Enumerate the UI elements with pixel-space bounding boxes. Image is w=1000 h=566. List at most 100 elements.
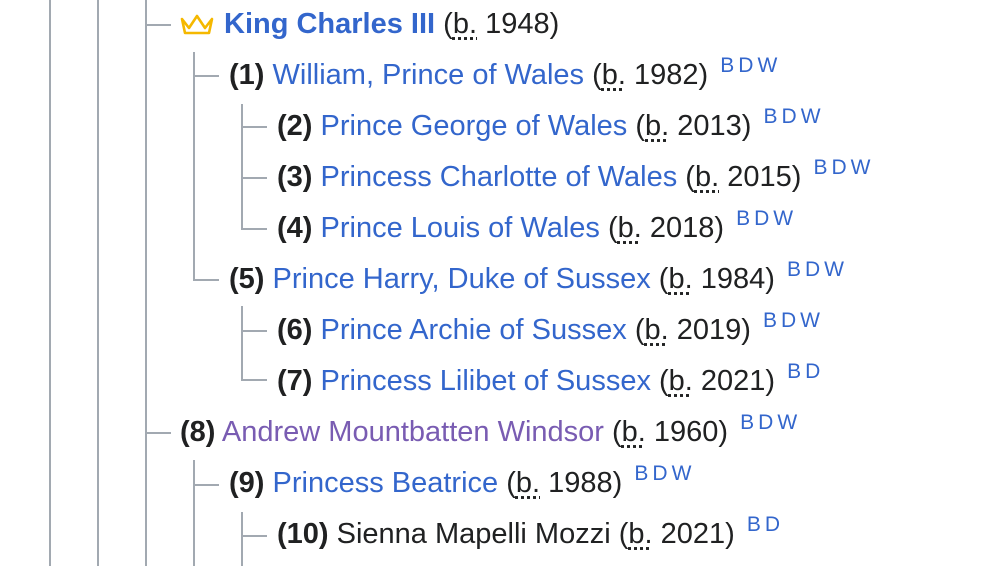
succession-number: (4) — [277, 212, 313, 244]
person-name: Sienna Mapelli Mozzi — [336, 518, 611, 550]
born-abbr: b. — [621, 416, 646, 448]
succession-number: (5) — [229, 263, 265, 295]
born-abbr: b. — [601, 59, 626, 91]
link-b[interactable]: B — [813, 156, 829, 179]
born-abbr: b. — [515, 467, 541, 499]
tree-line — [145, 0, 147, 566]
link-d[interactable]: D — [738, 54, 755, 77]
tree-line — [241, 104, 243, 229]
person-link[interactable]: King Charles III — [224, 8, 436, 40]
link-b[interactable]: B — [736, 207, 752, 230]
succession-number: (2) — [277, 110, 313, 142]
link-d[interactable]: D — [831, 156, 848, 179]
tree-branch — [241, 330, 267, 332]
tree-line — [241, 512, 243, 566]
person-link[interactable]: Princess Charlotte of Wales — [320, 161, 678, 193]
birth-year: 2019) — [676, 314, 751, 346]
list-item: (5) Prince Harry, Duke of Sussex (b. 198… — [229, 258, 845, 295]
tree-branch — [241, 228, 267, 230]
birth-year: 2013) — [677, 110, 752, 142]
born-abbr: b. — [617, 212, 642, 244]
tree-branch — [241, 177, 267, 179]
born-abbr: b. — [628, 518, 653, 550]
link-b[interactable]: B — [763, 105, 779, 128]
tree-line — [241, 306, 243, 380]
birth-year: 1988) — [548, 467, 623, 499]
list-item: (1) William, Prince of Wales (b. 1982) B… — [229, 54, 779, 91]
birth-year: 1984) — [700, 263, 775, 295]
link-w[interactable]: W — [671, 462, 693, 485]
link-d[interactable]: D — [805, 360, 822, 383]
link-w[interactable]: W — [800, 309, 821, 332]
link-w[interactable]: W — [850, 156, 872, 179]
birth-year: 1948) — [485, 8, 560, 40]
person-link[interactable]: Prince Archie of Sussex — [320, 314, 627, 346]
list-item: King Charles III (b. 1948) — [180, 6, 559, 42]
link-b[interactable]: B — [762, 309, 778, 332]
link-b[interactable]: B — [720, 54, 736, 77]
born-abbr: b. — [668, 365, 693, 397]
tree-line — [193, 52, 195, 280]
link-w[interactable]: W — [777, 411, 799, 434]
link-b[interactable]: B — [787, 360, 803, 383]
person-link[interactable]: Princess Beatrice — [272, 467, 499, 499]
link-w[interactable]: W — [757, 54, 779, 77]
tree-branch — [193, 484, 219, 486]
link-b[interactable]: B — [786, 258, 802, 281]
tree-line — [193, 460, 195, 566]
born-abbr: b. — [452, 8, 478, 40]
link-b[interactable]: B — [740, 411, 756, 434]
born-abbr: b. — [645, 110, 670, 142]
list-item: (3) Princess Charlotte of Wales (b. 2015… — [277, 156, 872, 193]
tree-branch — [241, 535, 267, 537]
birth-year: 1960) — [653, 416, 729, 448]
tree-line — [97, 0, 99, 566]
birth-year: 2018) — [649, 212, 725, 244]
link-b[interactable]: B — [634, 462, 650, 485]
born-abbr: b. — [694, 161, 720, 193]
tree-branch — [145, 24, 171, 26]
person-link[interactable]: Prince Louis of Wales — [320, 212, 600, 244]
succession-number: (3) — [277, 161, 313, 193]
tree-branch — [193, 279, 219, 281]
tree-branch — [145, 432, 171, 434]
tree-branch — [241, 126, 267, 128]
link-d[interactable]: D — [781, 309, 798, 332]
birth-year: 2021) — [700, 365, 776, 397]
succession-number: (8) — [180, 416, 216, 448]
person-link[interactable]: William, Prince of Wales — [272, 59, 585, 91]
link-d[interactable]: D — [652, 462, 669, 485]
crown-icon — [180, 8, 214, 35]
person-link[interactable]: Andrew Mountbatten Windsor — [221, 416, 604, 448]
link-d[interactable]: D — [804, 258, 822, 281]
tree-line — [49, 0, 51, 566]
link-d[interactable]: D — [764, 513, 782, 536]
person-link[interactable]: Prince George of Wales — [320, 110, 628, 142]
succession-number: (10) — [277, 518, 329, 550]
link-d[interactable]: D — [758, 411, 775, 434]
list-item: (8) Andrew Mountbatten Windsor (b. 1960)… — [180, 411, 799, 448]
link-d[interactable]: D — [781, 105, 798, 128]
succession-number: (7) — [277, 365, 313, 397]
link-w[interactable]: W — [824, 258, 845, 281]
person-link[interactable]: Princess Lilibet of Sussex — [320, 365, 651, 397]
link-b[interactable]: B — [746, 513, 762, 536]
person-link[interactable]: Prince Harry, Duke of Sussex — [272, 263, 651, 295]
tree-branch — [193, 75, 219, 77]
list-item: (7) Princess Lilibet of Sussex (b. 2021)… — [277, 360, 822, 397]
link-w[interactable]: W — [773, 207, 795, 230]
birth-year: 2015) — [727, 161, 802, 193]
link-d[interactable]: D — [754, 207, 771, 230]
link-w[interactable]: W — [800, 105, 822, 128]
birth-year: 2021) — [660, 518, 735, 550]
succession-number: (9) — [229, 467, 265, 499]
birth-year: 1982) — [634, 59, 709, 91]
tree-branch — [241, 379, 267, 381]
born-abbr: b. — [644, 314, 669, 346]
succession-number: (1) — [229, 59, 265, 91]
